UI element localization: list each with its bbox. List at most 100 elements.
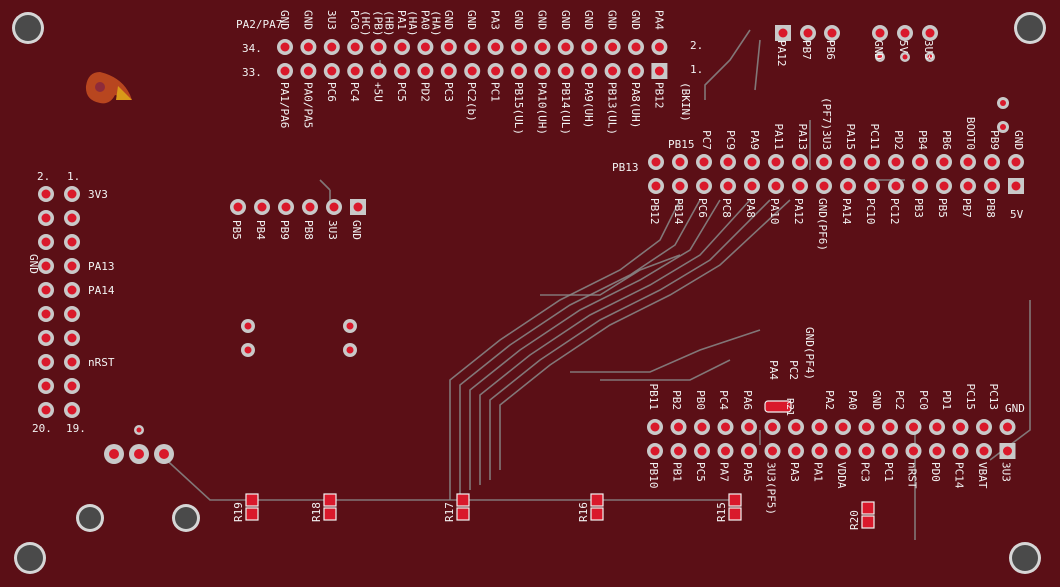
top-header-pin-sublabel: (HA) [429, 10, 442, 37]
small-header-pin-label: 5V [897, 40, 910, 54]
resistor-pad [728, 493, 742, 507]
resistor-pad [590, 493, 604, 507]
left-header-pads [38, 186, 80, 418]
left-header-pin-pad [64, 402, 80, 418]
bottom-header-pin-label: PB1 [671, 462, 684, 482]
bottom-header-pin-label: GND [870, 390, 883, 410]
mid-header-pin-pad [792, 154, 808, 170]
top-header-pin-label: PA0 [418, 10, 431, 30]
bottom-header-pin-pad [670, 443, 687, 459]
small-row-pin-pad [230, 199, 246, 215]
bottom-header-pin-pad [999, 419, 1016, 435]
bottom-header-pin-label: PA5 [741, 462, 754, 482]
mid-header-pin-pad [672, 154, 688, 170]
top-header-pin-label: PA3 [489, 10, 502, 30]
top-header-pin-pad [628, 39, 644, 55]
left-header-pin-label: 3V3 [88, 188, 108, 201]
copper-traces [159, 29, 1031, 540]
top-header-pin-label: PA0/PA5 [301, 82, 314, 128]
bottom-header-pads [647, 419, 1016, 459]
small-header-pin-pad [800, 25, 816, 41]
mid-header-pin-pad [816, 178, 832, 194]
bottom-header-pin-label: PB11 [647, 384, 660, 411]
bottom-header-pin-pad [788, 443, 804, 459]
top-header-pin-label: GND [442, 10, 455, 30]
left-header-pin-pad [38, 186, 54, 202]
top-header-pin-pad [628, 63, 644, 79]
bottom-header-pin-label: PA0 [846, 390, 859, 410]
bottom-header-pin-label: PA3 [788, 462, 801, 482]
bottom-header-pin-pad [670, 419, 687, 435]
left-header-pin-label: PA14 [88, 284, 115, 297]
bottom-header-pin-label: PA1 [812, 462, 825, 482]
left-header-pin-label: PA13 [88, 260, 115, 273]
mount-hole-mid-left [76, 504, 200, 532]
top-header-pin-label: PC6 [325, 82, 338, 102]
resistor-label: R16 [577, 502, 590, 522]
mid-header-pin-label: BOOT0 [964, 117, 977, 150]
top-header-pin-pad [277, 39, 293, 55]
top-header-pin-pad [440, 63, 457, 79]
top-header-pads [277, 39, 668, 79]
top-header-pin-pad [440, 39, 457, 55]
bottom-header-pin-pad [952, 443, 969, 459]
mid-header-pin-label: PA8 [744, 198, 757, 218]
top-header-pin-pad [464, 39, 481, 55]
mid-header-pin-pad [840, 154, 856, 170]
resistor-pad [323, 493, 337, 507]
mid-header-pin-label: PB14 [672, 198, 685, 225]
mid-header-pin-label: PB5 [936, 198, 949, 218]
top-header-pin-label: PA9(UH) [582, 82, 595, 128]
top-header-pin-pad [347, 63, 364, 79]
mid-header-pin-pad [936, 154, 952, 170]
bottom-header-pin-label: PC14 [953, 462, 966, 489]
top-header-pin-pad [581, 63, 598, 79]
left-header-pin-pad [64, 378, 80, 394]
top-header-pin-label: (PB) [372, 10, 385, 37]
resistor-pad [456, 493, 470, 507]
bottom-header-pin-pad [647, 443, 663, 459]
bottom-header-pin-pad [882, 443, 898, 459]
resistor-pad [245, 507, 259, 521]
bottom-header-pin-label: GND [1005, 402, 1025, 415]
resistor-pad [861, 515, 875, 529]
top-header-pin-label: PA1 [395, 10, 408, 30]
bkin-label: (BKIN) [679, 82, 692, 122]
top-header-pin-label: PB12 [652, 82, 665, 109]
bottom-header-pin-label: PD0 [929, 462, 942, 482]
small-header-pin-label: PB7 [800, 40, 813, 60]
bottom-header-pin-label: PC3 [859, 462, 872, 482]
top-header-pin-pad [604, 63, 621, 79]
bottom-header-pin-label: PA4 [767, 360, 780, 380]
top-header-pin-pad [277, 63, 293, 79]
top-header-pin-label: PA10(UH) [535, 82, 548, 135]
top-header-pin-label: GND [465, 10, 478, 30]
mid-header-pin-label: PA9 [748, 130, 761, 150]
mid-header-pin-label: PB4 [916, 130, 929, 150]
mount-hole-bottom-left [14, 542, 46, 574]
left-row-20-label: 20. [32, 422, 52, 435]
left-header-pin-label: nRST [88, 356, 115, 369]
bottom-header-pin-pad [929, 419, 945, 435]
mount-hole-bottom-right [1009, 542, 1041, 574]
left-gnd-label: GND [27, 254, 40, 274]
top-header-pin-pad [300, 63, 317, 79]
top-header-pin-label: PA8(UH) [629, 82, 642, 128]
top-header-pin-label: PA4 [652, 10, 665, 30]
bottom-header-pin-pad [905, 419, 922, 435]
mount-hole-top-right [1014, 12, 1046, 44]
top-header-pin-label: GND [606, 10, 619, 30]
mid-header-pin-label: PB9 [988, 130, 1001, 150]
mid-header-pin-label: PB8 [984, 198, 997, 218]
bottom-header-pin-label: PB10 [647, 462, 660, 489]
resistor-pad [728, 507, 742, 521]
top-header-pin-pad [394, 39, 410, 55]
mid-header-pin-label: PC12 [888, 198, 901, 225]
top-header-pin-pad [487, 39, 504, 55]
left-header-pin-pad [38, 306, 54, 322]
mid-header-pin-pad [984, 154, 1000, 170]
bottom-header-pin-label: PC4 [717, 390, 730, 410]
